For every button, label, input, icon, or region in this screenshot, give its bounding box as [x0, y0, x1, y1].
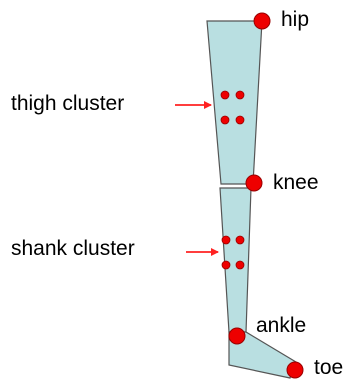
thigh-marker: [221, 116, 229, 124]
shank-marker: [222, 261, 230, 269]
thigh-marker: [236, 91, 244, 99]
shank-cluster-label: shank cluster: [11, 238, 135, 259]
knee-label: knee: [273, 172, 319, 193]
shank-marker: [236, 261, 244, 269]
ankle-label: ankle: [256, 315, 306, 336]
thigh-marker: [236, 116, 244, 124]
thigh-cluster-label: thigh cluster: [11, 93, 124, 114]
hip-joint-marker: [254, 13, 270, 29]
knee-joint-marker: [246, 175, 262, 191]
hip-label: hip: [281, 9, 309, 30]
toe-label: toe: [314, 357, 343, 378]
shank-segment: [220, 188, 251, 332]
shank-marker: [236, 236, 244, 244]
thigh-marker: [221, 91, 229, 99]
shank-marker: [222, 236, 230, 244]
toe-marker: [287, 362, 303, 378]
thigh-segment: [207, 21, 262, 184]
ankle-joint-marker: [229, 328, 245, 344]
